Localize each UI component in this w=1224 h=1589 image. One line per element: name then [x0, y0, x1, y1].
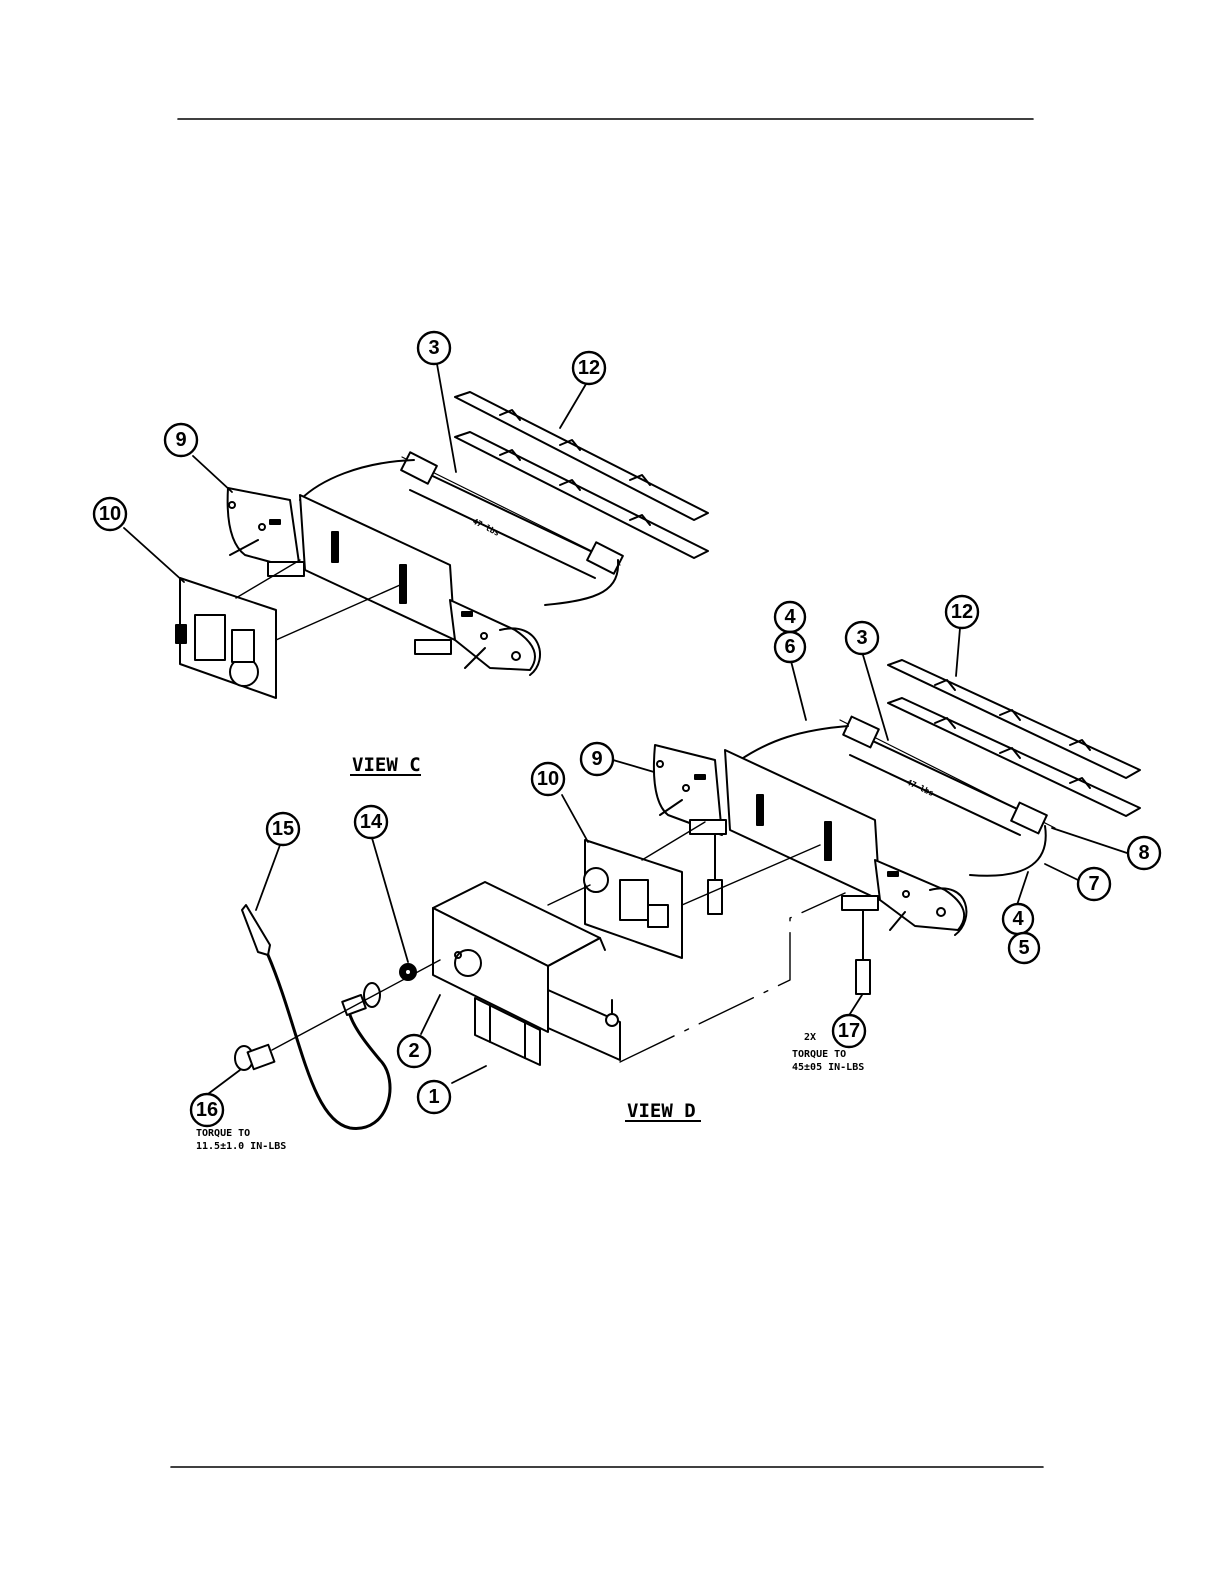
- callout-label: 15: [272, 818, 294, 840]
- view-c-label: VIEW C: [352, 754, 421, 776]
- callout-label: 5: [1018, 937, 1029, 959]
- note-16-torque: TORQUE TO: [196, 1128, 250, 1139]
- note-17-qty: 2X: [804, 1032, 816, 1043]
- view-c-element-mark: 47 lbs: [471, 517, 501, 538]
- callout-label: 3: [428, 337, 439, 359]
- callout-label: 17: [838, 1020, 860, 1042]
- callout-label: 8: [1138, 842, 1149, 864]
- callout-label: 9: [591, 748, 602, 770]
- callout-label: 1: [428, 1086, 439, 1108]
- callout-label: 4: [784, 606, 796, 628]
- view-d-element-mark: 47 lbs: [905, 778, 935, 798]
- callout-label: 9: [175, 429, 186, 451]
- callout-circles: [94, 332, 1160, 1126]
- callout-label: 10: [537, 768, 559, 790]
- note-17-value: 45±05 IN-LBS: [792, 1062, 864, 1073]
- callout-label: 12: [578, 357, 600, 379]
- callout-label: 7: [1088, 873, 1099, 895]
- callout-label: 3: [856, 627, 867, 649]
- callout-label: 16: [196, 1099, 218, 1121]
- callout-label: 4: [1012, 908, 1024, 930]
- callout-label: 10: [99, 503, 121, 525]
- view-d-label: VIEW D: [627, 1100, 696, 1122]
- view-c-assembly: [176, 392, 708, 698]
- callout-label: 14: [360, 811, 383, 833]
- callout-numbers: 3 12 9 10 4 6 3 12 9 10 8 7 4 5 15 14 2 …: [99, 337, 1150, 1121]
- callout-label: 6: [784, 636, 795, 658]
- callout-label: 12: [951, 601, 973, 623]
- note-16-value: 11.5±1.0 IN-LBS: [196, 1141, 286, 1152]
- callout-label: 2: [408, 1040, 419, 1062]
- note-17-torque: TORQUE TO: [792, 1049, 846, 1060]
- view-d-sensor-assembly: [235, 905, 440, 1128]
- view-d-assembly: [235, 660, 1140, 1128]
